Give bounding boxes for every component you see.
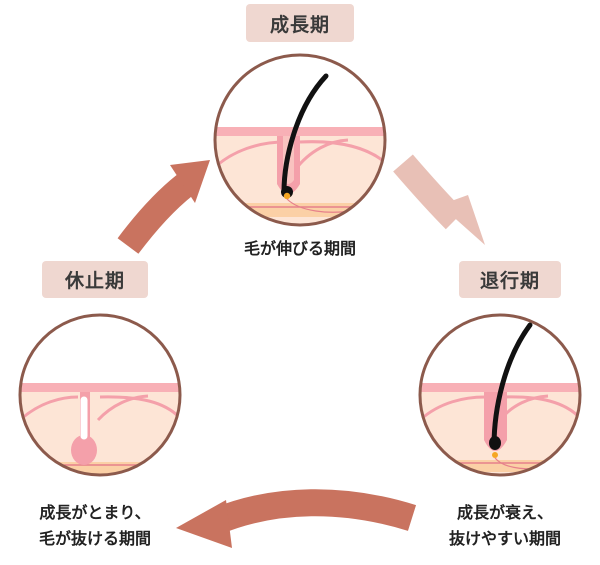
resting-phase-circle [18,313,182,477]
resting-caption-line-2: 毛が抜ける期間 [38,529,151,548]
arrow-resting-to-growth [117,160,210,254]
growth-phase-caption: 毛が伸びる期間 [243,239,356,258]
growth-phase-badge: 成長期 [246,4,354,42]
resting-caption-line-1: 成長がとまり、 [39,503,151,522]
arrow-regression-to-resting [176,489,417,548]
arrow-growth-to-regression [393,154,485,245]
regression-phase-circle [418,313,582,477]
regression-caption-line-1: 成長が衰え、 [456,503,553,522]
regression-phase-caption: 成長が衰え、 抜けやすい期間 [420,500,590,552]
resting-phase-badge: 休止期 [42,261,148,298]
regression-phase-badge: 退行期 [459,261,561,298]
growth-phase-circle [213,53,387,227]
regression-caption-line-2: 抜けやすい期間 [448,529,561,548]
resting-phase-caption: 成長がとまり、 毛が抜ける期間 [10,500,180,552]
